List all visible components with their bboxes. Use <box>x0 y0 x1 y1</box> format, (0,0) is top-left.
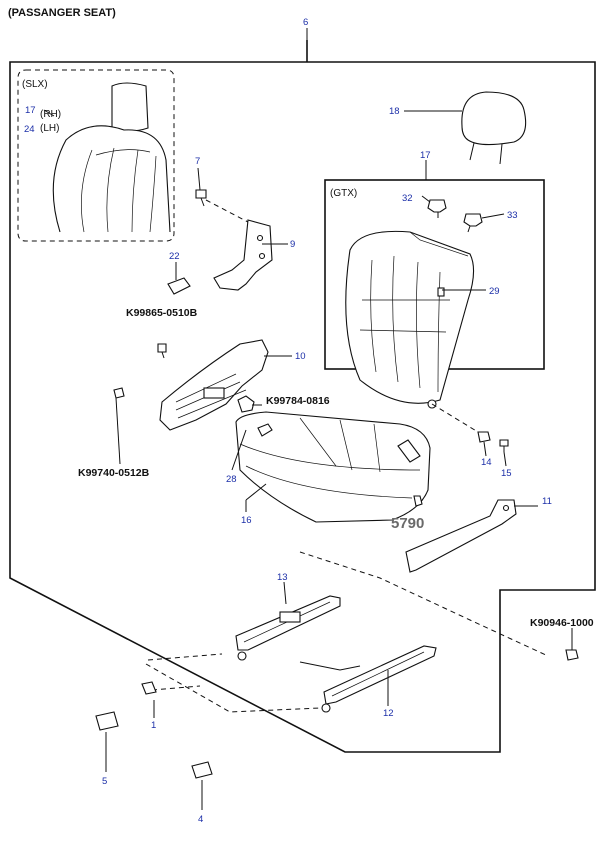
callout-1: 1 <box>151 720 156 731</box>
rh-label: (RH) <box>40 109 61 120</box>
part-code-k99784: K99784-0816 <box>266 395 330 407</box>
bolt-1 <box>141 681 157 695</box>
part-code-k99740: K99740-0512B <box>78 467 150 479</box>
seat-rail-13 <box>235 595 341 661</box>
headrest <box>461 91 527 165</box>
bolt-15 <box>499 439 509 452</box>
seat-rail-12 <box>299 645 437 713</box>
callout-29: 29 <box>489 286 500 297</box>
cover-4 <box>191 761 213 779</box>
slx-label: (SLX) <box>22 79 48 90</box>
nut-14 <box>477 431 491 443</box>
callout-28: 28 <box>226 474 237 485</box>
lh-label: (LH) <box>40 123 59 134</box>
leader-lines <box>43 28 573 810</box>
nut-k90946 <box>565 649 579 661</box>
callout-18: 18 <box>389 106 400 117</box>
side-cover-10 <box>159 339 269 431</box>
callout-16: 16 <box>241 515 252 526</box>
clip-32 <box>427 199 447 218</box>
callout-17-rh: 17 <box>25 105 36 116</box>
callout-13: 13 <box>277 572 288 583</box>
screw-k99740 <box>113 387 125 399</box>
callout-6: 6 <box>303 17 308 28</box>
callout-12: 12 <box>383 708 394 719</box>
callout-5: 5 <box>102 776 107 787</box>
screw-k99865 <box>157 343 167 359</box>
callout-11: 11 <box>542 496 552 507</box>
slx-seat-back <box>52 82 171 233</box>
callout-4: 4 <box>198 814 203 825</box>
callout-24-lh: 24 <box>24 124 35 135</box>
callout-32: 32 <box>402 193 413 204</box>
recliner-bracket-9 <box>213 219 273 291</box>
callout-15: 15 <box>501 468 512 479</box>
bolt-7 <box>195 189 207 207</box>
clip-33 <box>463 213 483 233</box>
callout-17-top: 17 <box>420 150 431 161</box>
rail-dashed-right <box>299 551 549 657</box>
callout-14: 14 <box>481 457 492 468</box>
part-code-k90946: K90946-1000 <box>530 617 594 629</box>
slx-inset-frame <box>17 69 175 242</box>
callout-10: 10 <box>295 351 306 362</box>
gtx-label: (GTX) <box>330 188 357 199</box>
diagram-title: (PASSANGER SEAT) <box>8 7 116 19</box>
rail-dashed-left <box>145 653 321 713</box>
callout-22: 22 <box>169 251 180 262</box>
callout-7: 7 <box>195 156 200 167</box>
clip-28 <box>257 423 273 437</box>
assembly-outline <box>9 40 596 753</box>
bracket-11 <box>405 499 517 573</box>
seat-cushion-16 <box>235 411 431 523</box>
screw-k99784 <box>237 395 262 413</box>
cover-22 <box>167 277 191 295</box>
cover-5 <box>95 711 119 731</box>
bolt-7-dashed-leader <box>205 199 249 223</box>
gtx-dashed-leader <box>431 403 479 433</box>
part-code-k99865: K99865-0510B <box>126 307 198 319</box>
callout-9: 9 <box>290 239 295 250</box>
callout-33: 33 <box>507 210 518 221</box>
gtx-seat-back <box>345 230 475 409</box>
part1-dashed-leader <box>151 685 201 691</box>
diagram-stamp-number: 5790 <box>391 515 424 532</box>
small-fitting <box>413 495 423 507</box>
